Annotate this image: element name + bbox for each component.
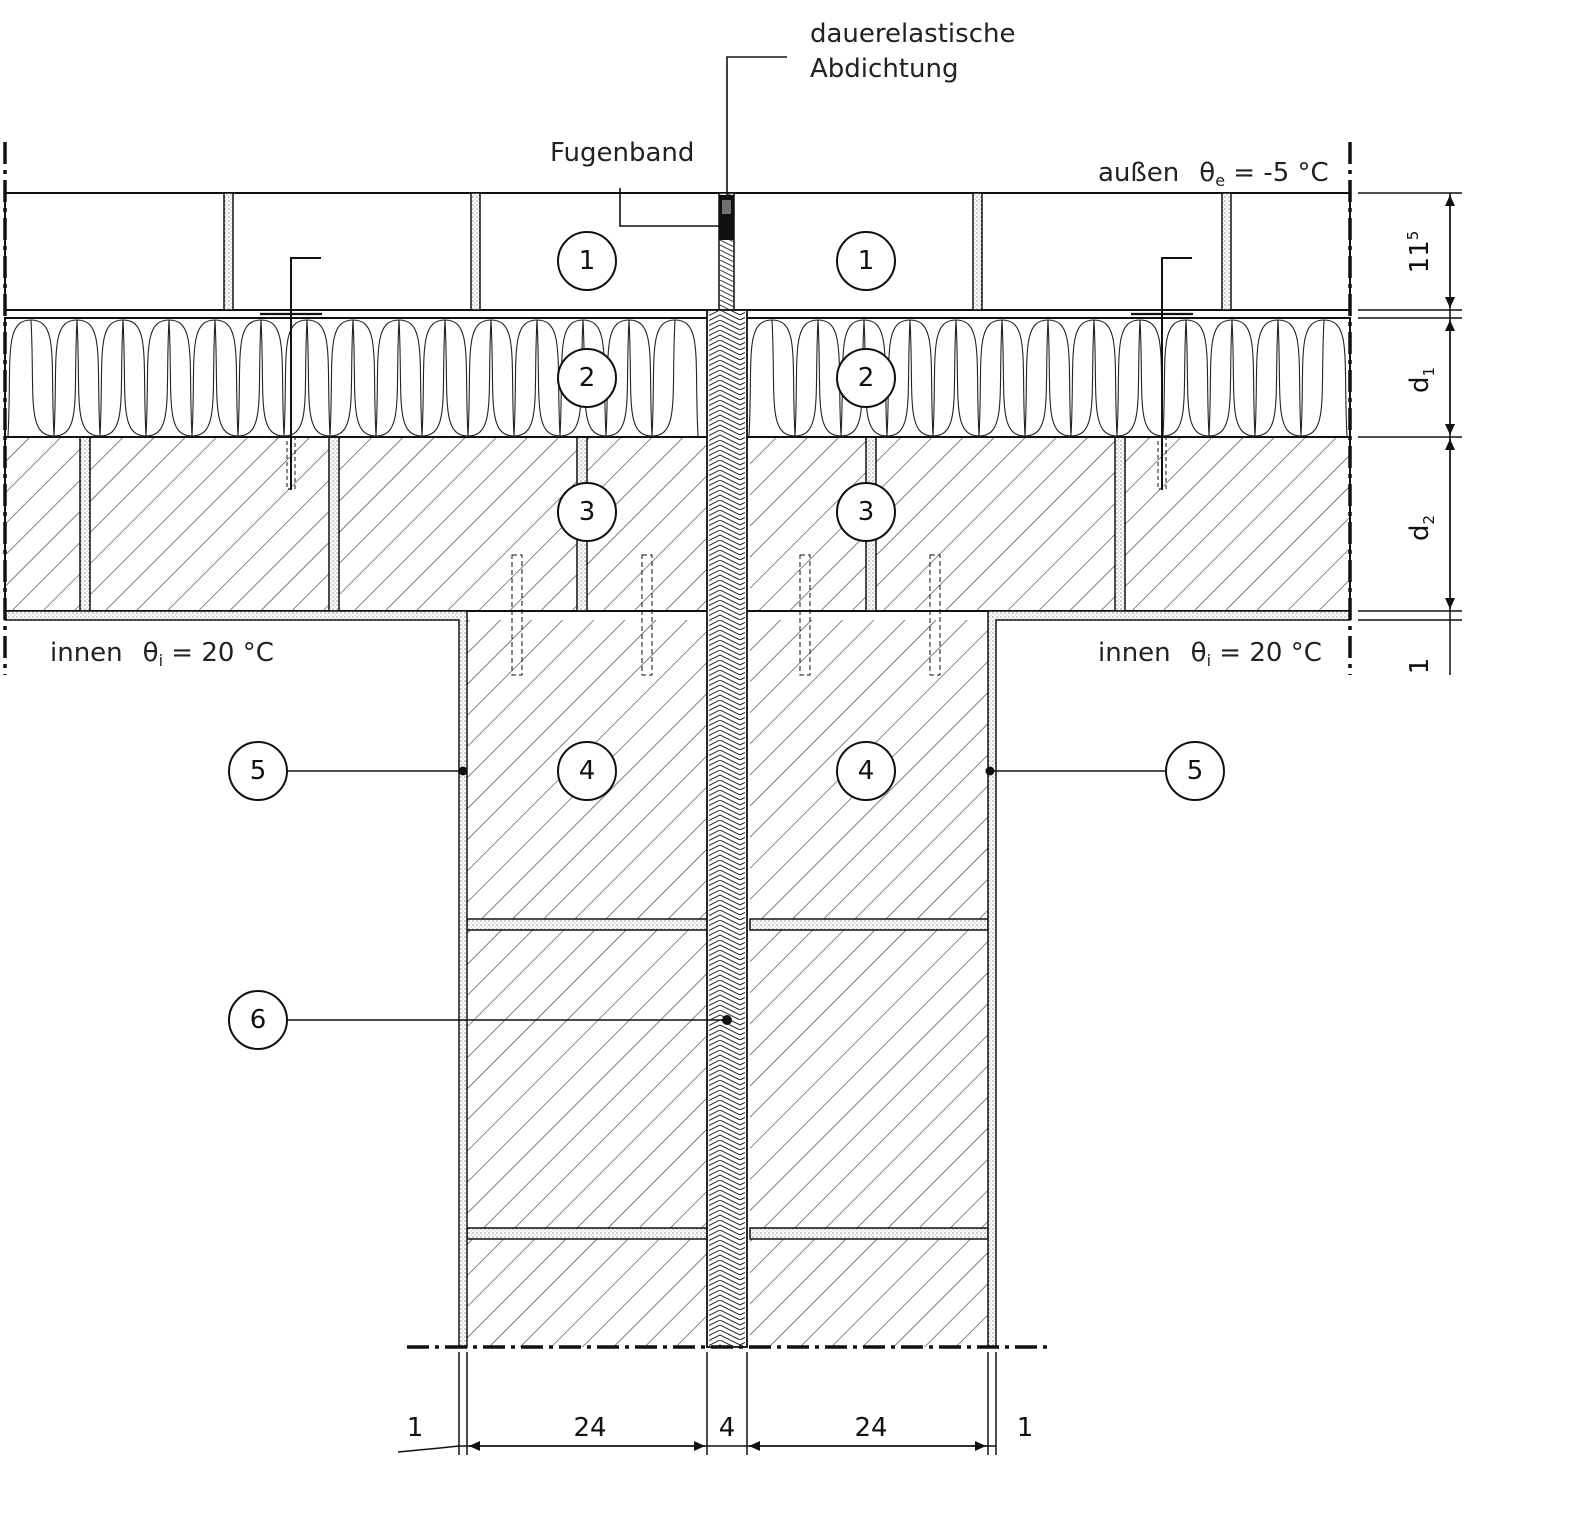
dim-wall-left: 24 [573,1413,606,1443]
marker-1-left: 1 [579,246,596,276]
dimension-chain-bottom [397,1352,997,1455]
break-lines [3,142,1352,1349]
marker-3-left: 3 [579,497,596,527]
dim-masonry: d2 [1405,515,1438,541]
marker-5-right-circle [1165,741,1225,801]
mortar-joints-wall [466,918,989,1240]
position-markers [228,231,1225,1050]
dimension-labels-bottom: 1 24 4 24 1 [407,1413,1034,1443]
insulation-hatch [7,319,699,437]
dim-brick: 115 [1404,231,1435,274]
marker-5-left-circle [228,741,288,801]
marker-5-right: 5 [1187,756,1204,786]
masonry-layer [4,436,1351,1347]
marker-3-right-circle [836,482,896,542]
marker-2-left: 2 [579,363,596,393]
insulation-layer [4,309,1351,438]
marker-4-right-circle [836,741,896,801]
dim-insulation: d1 [1405,367,1438,393]
marker-1-right: 1 [858,246,875,276]
insulation-hatch [748,319,1348,437]
marker-5-left: 5 [250,756,267,786]
leader-lines [288,56,1166,1021]
dimension-labels-right: 115 d1 d2 1 [1404,231,1438,675]
leader-dots [458,766,995,1025]
seal-label-line2: Abdichtung [810,54,958,84]
marker-4-left: 4 [579,756,596,786]
seal-label-line1: dauerelastische [810,19,1015,49]
position-marker-numbers: 1 1 2 2 3 3 4 4 5 5 6 [250,246,1204,1035]
marker-2-left-circle [557,348,617,408]
marker-1-left-circle [557,231,617,291]
marker-6-circle [228,990,288,1050]
dimension-chain-right [1358,192,1462,675]
marker-1-right-circle [836,231,896,291]
joint-tape-label: Fugenband [550,138,694,168]
dim-plaster-left: 1 [407,1413,424,1443]
annotation-texts: dauerelastische Abdichtung Fugenband auß… [50,19,1329,670]
facing-brick-layer [4,192,1351,311]
wall-ties [260,257,1193,676]
marker-6: 6 [250,1005,267,1035]
marker-2-right-circle [836,348,896,408]
dim-plaster-right: 1 [1405,658,1435,675]
marker-4-left-circle [557,741,617,801]
dim-joint: 4 [719,1413,736,1443]
marker-3-right: 3 [858,497,875,527]
marker-2-right: 2 [858,363,875,393]
dim-plaster-right-bottom: 1 [1017,1413,1034,1443]
marker-3-left-circle [557,482,617,542]
marker-4-right: 4 [858,756,875,786]
movement-joint [706,192,748,1348]
dim-wall-right: 24 [854,1413,887,1443]
